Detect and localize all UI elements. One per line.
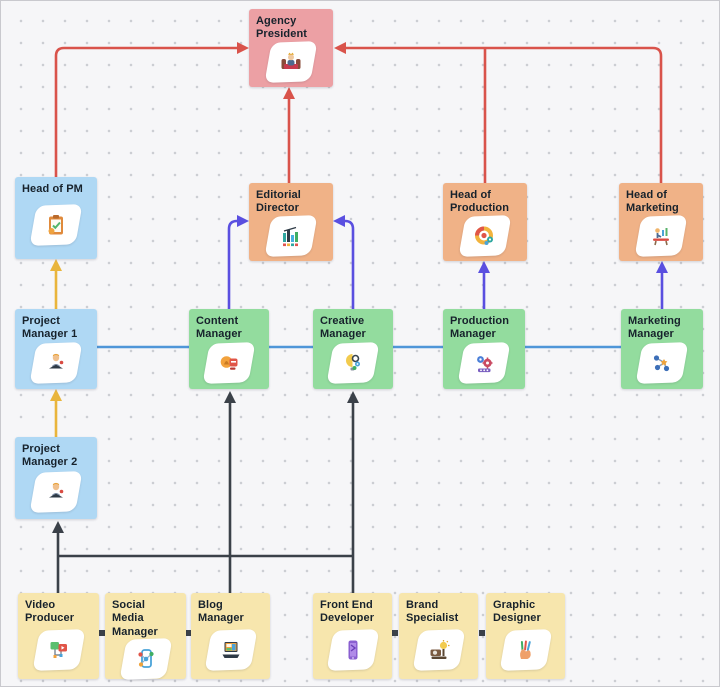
node-label: Content Manager [196, 315, 242, 341]
icon-tile [29, 341, 83, 384]
icon-tile [326, 341, 380, 384]
icon-tile [457, 341, 511, 384]
node-agency-president[interactable]: Agency President [249, 9, 333, 87]
node-production-manager[interactable]: Production Manager [443, 309, 525, 389]
projector-bulb-icon [426, 638, 452, 662]
icon-tile [203, 628, 258, 671]
node-blog-manager[interactable]: Blog Manager [191, 593, 270, 679]
icon-tile [498, 628, 553, 671]
node-marketing-manager[interactable]: Marketing Manager [621, 309, 703, 389]
node-label: Blog Manager [198, 599, 244, 625]
node-graphic-designer[interactable]: Graphic Designer [486, 593, 565, 679]
node-head-of-production[interactable]: Head of Production [443, 183, 527, 261]
icon-tile [411, 628, 466, 671]
node-label: Video Producer [25, 599, 75, 625]
node-label: Head of Marketing [626, 189, 679, 215]
node-editorial-director[interactable]: Editorial Director [249, 183, 333, 261]
president-throne-icon [278, 50, 304, 74]
node-label: Social Media Manager [112, 599, 158, 638]
node-label: Graphic Designer [493, 599, 541, 625]
connector-dot[interactable] [392, 630, 398, 636]
icon-tile [29, 470, 83, 513]
icon-tile [31, 628, 86, 671]
node-label: Front End Developer [320, 599, 375, 625]
edge-production-manager-to-head-of-production[interactable] [478, 261, 490, 309]
node-label: Brand Specialist [406, 599, 459, 625]
smartphone-icon [340, 638, 366, 662]
icon-tile [264, 40, 318, 83]
edge-blog-manager-to-content-manager[interactable] [224, 391, 236, 593]
edge-pm1-to-head-of-pm[interactable] [50, 259, 62, 309]
node-label: Head of PM [22, 183, 83, 195]
node-label: Project Manager 1 [22, 315, 78, 341]
connector-dot[interactable] [479, 630, 485, 636]
edge-head-of-pm-to-agency-president[interactable] [54, 42, 249, 177]
gears-icon [471, 351, 497, 375]
edge-creative-manager-to-editorial-director[interactable] [333, 215, 355, 309]
node-video-producer[interactable]: Video Producer [18, 593, 99, 679]
node-label: Marketing Manager [628, 315, 681, 341]
clipboard-icon [43, 213, 69, 237]
video-frames-icon [46, 638, 72, 662]
icon-tile [635, 341, 689, 384]
node-label: Agency President [256, 15, 308, 41]
node-content-manager[interactable]: Content Manager [189, 309, 269, 389]
node-head-of-marketing[interactable]: Head of Marketing [619, 183, 703, 261]
edge-content-manager-to-editorial-director[interactable] [227, 215, 249, 309]
icon-tile [634, 214, 688, 257]
edge-video-producer-to-pm2[interactable] [52, 521, 64, 593]
network-icon [649, 351, 675, 375]
node-label: Creative Manager [320, 315, 366, 341]
node-label: Head of Production [450, 189, 510, 215]
node-brand-specialist[interactable]: Brand Specialist [399, 593, 478, 679]
connector-dot[interactable] [99, 630, 105, 636]
node-head-of-pm[interactable]: Head of PM [15, 177, 97, 259]
icon-tile [325, 628, 380, 671]
icon-tile [458, 214, 512, 257]
icon-tile [118, 638, 173, 681]
node-project-manager-2[interactable]: Project Manager 2 [15, 437, 97, 519]
connector-dot[interactable] [185, 630, 191, 636]
phone-network-icon [133, 647, 159, 671]
hand-pens-icon [513, 638, 539, 662]
person-laptop-icon [43, 351, 69, 375]
lightbulb-gears-icon [340, 351, 366, 375]
icon-tile [29, 204, 83, 247]
node-creative-manager[interactable]: Creative Manager [313, 309, 393, 389]
person-laptop-icon [43, 480, 69, 504]
presenter-icon [648, 224, 674, 248]
edge-pm2-to-pm1[interactable] [50, 389, 62, 437]
gauge-gears-icon [472, 224, 498, 248]
node-label: Production Manager [450, 315, 510, 341]
content-shapes-icon [216, 351, 242, 375]
node-label: Editorial Director [256, 189, 301, 215]
edge-marketing-manager-to-head-of-marketing[interactable] [656, 261, 668, 309]
edge-heads-right-to-agency-president[interactable] [334, 42, 663, 183]
node-front-end-developer[interactable]: Front End Developer [313, 593, 392, 679]
laptop-blog-icon [218, 638, 244, 662]
edge-editorial-director-to-agency-president[interactable] [283, 87, 295, 183]
edge-front-end-developer-to-creative-manager[interactable] [347, 391, 359, 593]
node-label: Project Manager 2 [22, 443, 78, 469]
icon-tile [202, 341, 256, 384]
icon-tile [264, 214, 318, 257]
bar-chart-icon [278, 224, 304, 248]
node-project-manager-1[interactable]: Project Manager 1 [15, 309, 97, 389]
node-social-media-manager[interactable]: Social Media Manager [105, 593, 186, 681]
